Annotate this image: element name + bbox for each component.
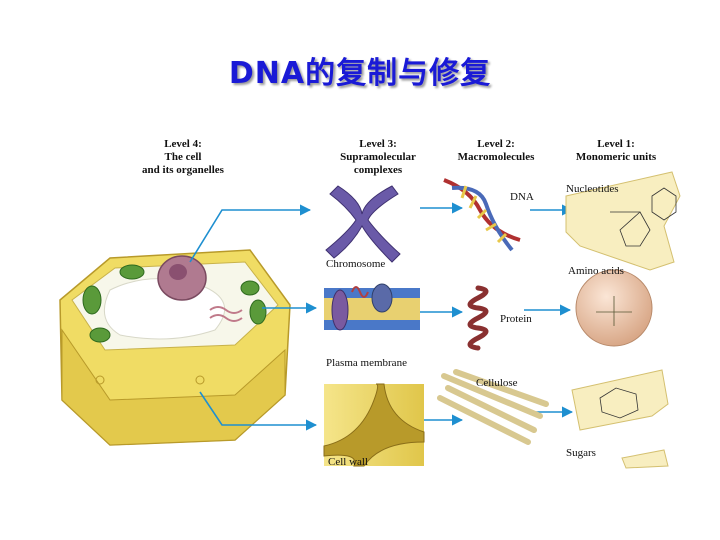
amino-acids-label: Amino acids: [568, 265, 624, 277]
level2-header: Level 2: Macromolecules: [440, 138, 552, 164]
plasma-membrane-illustration: [324, 283, 420, 331]
level3-header: Level 3: Supramolecular complexes: [322, 138, 434, 177]
plasma-membrane-label: Plasma membrane: [326, 357, 407, 369]
nucleotides-label: Nucleotides: [566, 183, 619, 195]
chromosome-label: Chromosome: [326, 258, 385, 270]
dna-helix-illustration: [443, 178, 521, 252]
nucleotide-panel: [565, 171, 681, 271]
level1-title: Monomeric units: [575, 151, 657, 163]
cellulose-illustration: [437, 369, 549, 445]
level2-title: Macromolecules: [457, 151, 535, 163]
level4-header: Level 4: The cell and its organelles: [120, 138, 246, 177]
cellulose-label: Cellulose: [476, 377, 518, 389]
sugars-label: Sugars: [566, 447, 596, 459]
level2-number: Level 2:: [477, 138, 515, 150]
level4-subtitle: and its organelles: [142, 164, 224, 176]
level1-number: Level 1:: [597, 138, 635, 150]
cell-wall-label: Cell wall: [328, 456, 368, 468]
level1-header: Level 1: Monomeric units: [560, 138, 672, 164]
level3-subtitle: complexes: [353, 164, 403, 176]
cell-wall-illustration: [323, 383, 425, 467]
dna-label: DNA: [510, 191, 534, 203]
level4-title: The cell: [164, 151, 202, 163]
level3-number: Level 3:: [359, 138, 397, 150]
amino-acid-sphere: [575, 269, 653, 347]
slide-title: DNA的复制与修复: [228, 56, 492, 91]
protein-label: Protein: [500, 313, 532, 325]
chromosome-illustration: [325, 185, 401, 263]
sugar-panel: [571, 369, 669, 469]
level3-title: Supramolecular: [340, 151, 416, 163]
plant-cell-illustration: [59, 249, 291, 446]
level4-number: Level 4:: [164, 138, 202, 150]
protein-illustration: [467, 285, 489, 351]
